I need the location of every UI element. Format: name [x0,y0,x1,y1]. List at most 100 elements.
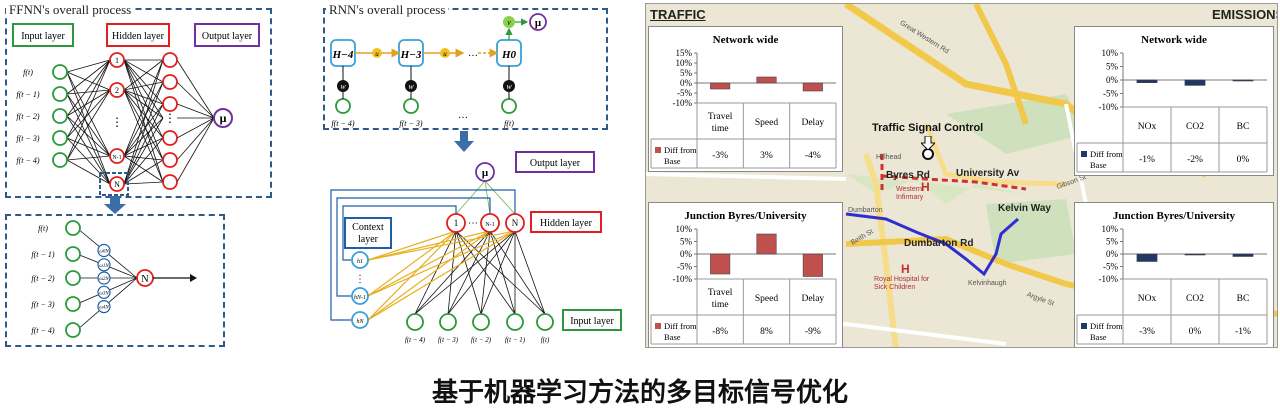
rnn-input-label: f(t − 4) [331,119,355,128]
detail-input-label: f(t − 4) [31,326,55,335]
ffnn-hidden-box [106,23,170,47]
chart-tick: 0% [1106,249,1119,259]
rnn-context-label-1: Context [352,222,384,233]
chart-legend-swatch [655,323,661,329]
ffnn-zoom-arrow [104,196,126,214]
rnn-context-node [351,311,369,329]
chart-legend: Diff from [1090,149,1123,159]
emissions-label: EMISSIONS [1212,7,1278,22]
chart-table-value: -3% [1139,327,1155,337]
chart-tick: -10% [1099,102,1119,112]
street-hillhead: Hillhead [876,154,902,161]
street-university: University Av [956,168,1020,179]
rnn-hidden-node-label: N-1 [485,222,494,228]
chart-tick: -5% [677,88,692,98]
rnn-output-label: Output layer [530,158,581,169]
chart-legend-swatch [1081,323,1087,329]
rnn-hidden-node [480,213,500,233]
rnn-v-node [503,16,515,28]
ffnn-input-label: Input layer [21,31,65,42]
chart-legend: Diff from [664,321,697,331]
rnn-net-mu [475,162,495,182]
detail-weight-label: ω2N [99,277,109,282]
chart-tick: 10% [676,224,693,234]
ffnn-input-node [52,64,68,80]
rnn-hidden-box [530,211,602,233]
chart-table-value: -3% [712,151,728,161]
rnn-net-input-label: f(t − 3) [438,336,459,344]
ffnn-hidden-label: 2 [115,86,119,95]
rnn-h-label: H−3 [400,49,422,61]
chart-table-value: 0% [1237,155,1250,165]
rnn-down-arrow [454,131,474,152]
detail-input-node [65,220,81,236]
chart-category: Delay [801,294,824,304]
rnn-context-node-label: hN-1 [354,295,366,301]
chart-legend-2: Base [664,156,681,166]
detail-input-node [65,246,81,262]
rnn-context-dots: ⋮ [355,274,365,285]
chart-category: Speed [755,118,778,128]
chart-legend-swatch [1081,151,1087,157]
chart-tick: -5% [677,262,692,272]
detail-weight-label: ω3N [99,291,109,296]
rnn-hidden-node [505,213,525,233]
ffnn-input-node [52,108,68,124]
ffnn-hidden-node [109,176,125,192]
rnn-input-label: f(t − 3) [399,119,423,128]
rnn-net-input-node [536,313,554,331]
detail-weight-label: ω1N [99,264,109,269]
rnn-input-node [335,98,351,114]
rnn-w-node [337,80,349,92]
ffnn-output-node [213,108,233,128]
chart-tick: 5% [680,237,693,247]
chart-tick: 5% [680,68,693,78]
ffnn-input-box [12,23,74,47]
ffnn-hidden2-node [162,96,178,112]
chart-tick: -10% [673,98,693,108]
chart-tick: 10% [676,58,693,68]
street-kelvinhaugh: Kelvinhaugh [968,280,1007,287]
chart-legend-2: Base [1090,160,1107,170]
rnn-context-node-label: h1 [357,259,363,265]
ffnn-hidden2-node [162,130,178,146]
signal-marker[interactable] [922,148,934,160]
detail-neuron-label: N [141,274,148,285]
street-dumbarton: Dumbarton Rd [904,238,974,249]
ffnn-hidden-label: N [114,180,120,189]
ffnn-hidden2-node [162,152,178,168]
detail-input-node [65,322,81,338]
ffnn-hidden2-node [162,74,178,90]
rnn-ellipsis: … [458,110,468,121]
chart-title: Junction Byres/University [1113,210,1236,222]
rnn-panel [323,8,608,130]
rnn-ellipsis-top: … [468,48,478,59]
street-kelvin: Kelvin Way [998,203,1051,214]
chart-table-value: -2% [1187,155,1203,165]
ffnn-hidden-label: Hidden layer [112,31,165,42]
rnn-context-node [351,287,369,305]
detail-weight-label: ω0N [99,250,109,255]
university-signal-route [881,174,1027,191]
detail-weight-label: ω4N [99,306,109,311]
rnn-net-input-label: f(t − 4) [405,336,426,344]
rnn-net-input-label: f(t − 1) [505,336,526,344]
bar-chart-svg: Network wide10%5%0%-5%-10%NOx-1%CO2-2%BC… [1076,34,1268,173]
street-byres: Byres Rd [886,170,930,181]
chart-bar [756,76,777,84]
rnn-hidden-dots: ⋯ [468,218,478,229]
ffnn-hidden-node [109,52,125,68]
rnn-input-node [501,98,517,114]
rnn-mu-node [529,13,547,31]
chart-bar [1136,253,1158,262]
chart-tick: 15% [676,48,693,58]
detail-input-label: f(t − 3) [31,300,55,309]
chart-table-value: -8% [712,327,728,337]
rnn-context-label-2: layer [358,234,379,245]
traffic-label: TRAFFIC [650,7,706,22]
rnn-input-label: f(t) [504,119,514,128]
ffnn-panel [5,8,272,198]
chart-bar [710,253,731,275]
rnn-h-label: H0 [501,49,517,61]
